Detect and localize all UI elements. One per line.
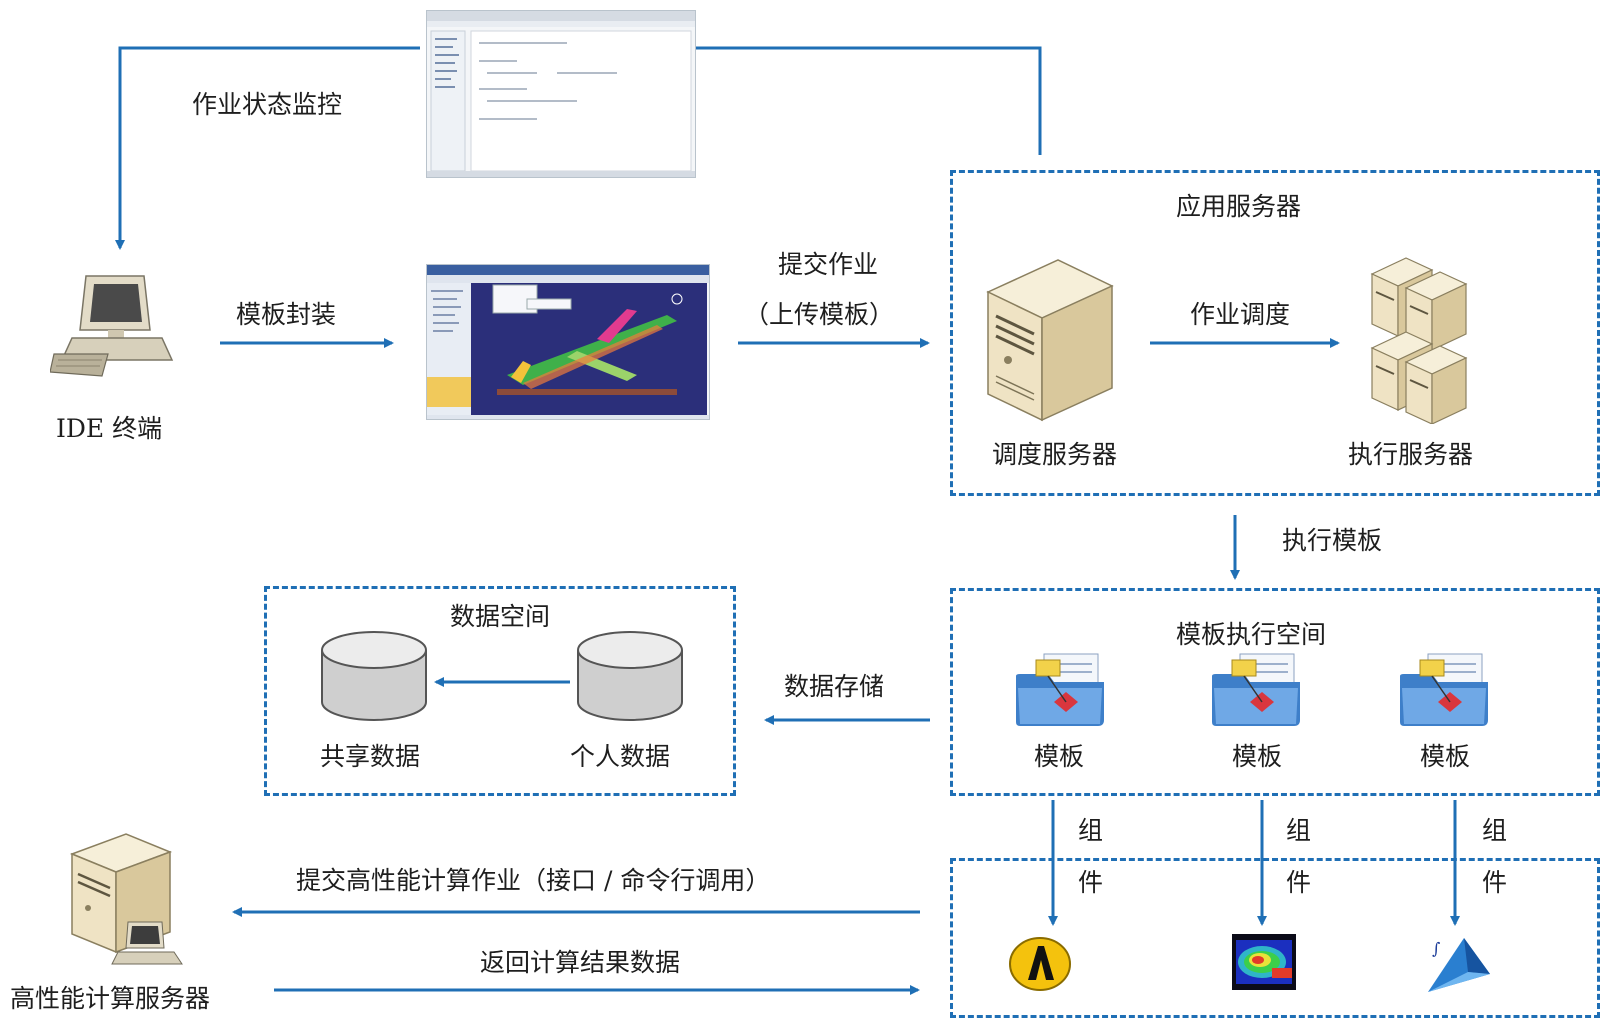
components-box — [950, 858, 1600, 1018]
job-schedule-label: 作业调度 — [1190, 300, 1291, 329]
job-monitor-screenshot — [426, 10, 696, 178]
template-folder-icon-3 — [1398, 652, 1490, 732]
tower-server-icon — [978, 252, 1118, 426]
monitor-label: 作业状态监控 — [192, 90, 343, 119]
exec-server-label: 执行服务器 — [1348, 440, 1474, 469]
template-folder-icon-1 — [1014, 652, 1106, 732]
data-space-box — [264, 586, 736, 796]
computer-terminal-icon — [49, 272, 176, 384]
template-label-3: 模板 — [1420, 742, 1471, 771]
app-server-box — [950, 170, 1600, 496]
template-exec-space-title: 模板执行空间 — [1176, 620, 1327, 649]
template-label-2: 模板 — [1232, 742, 1283, 771]
submit-hpc-label: 提交高性能计算作业（接口 / 命令行调用） — [296, 866, 771, 895]
upload-template-label: （上传模板） — [744, 300, 895, 329]
pyramid-logo-icon: ∫ — [1424, 934, 1494, 998]
component-label-2b: 件 — [1286, 868, 1312, 897]
template-exec-space-box — [950, 588, 1600, 796]
template-folder-icon-2 — [1210, 652, 1302, 732]
template-wrap-label: 模板封装 — [236, 300, 337, 329]
svg-text:∫: ∫ — [1432, 939, 1440, 958]
app-server-title: 应用服务器 — [1176, 192, 1302, 221]
data-storage-label: 数据存储 — [784, 672, 885, 701]
component-label-2a: 组 — [1286, 816, 1312, 845]
personal-data-label: 个人数据 — [570, 742, 671, 771]
fluent-logo-icon — [1232, 934, 1296, 994]
component-label-3b: 件 — [1482, 868, 1508, 897]
ide-terminal-label: IDE 终端 — [56, 414, 163, 443]
shared-data-label: 共享数据 — [320, 742, 421, 771]
hpc-server-label: 高性能计算服务器 — [10, 984, 211, 1013]
component-label-1b: 件 — [1078, 868, 1104, 897]
data-space-title: 数据空间 — [450, 602, 551, 631]
cad-airplane-screenshot — [426, 264, 710, 420]
database-cylinder-icon-shared — [318, 628, 430, 728]
return-results-label: 返回计算结果数据 — [480, 948, 681, 977]
submit-job-label: 提交作业 — [778, 250, 879, 279]
component-label-1a: 组 — [1078, 816, 1104, 845]
monitor-arrow-left — [115, 46, 420, 250]
server-cluster-icon — [1366, 248, 1476, 428]
monitor-line-right — [686, 46, 1042, 155]
schedule-server-label: 调度服务器 — [992, 440, 1118, 469]
exec-template-label: 执行模板 — [1282, 526, 1383, 555]
component-label-3a: 组 — [1482, 816, 1508, 845]
hpc-server-icon — [66, 830, 186, 974]
template-label-1: 模板 — [1034, 742, 1085, 771]
database-cylinder-icon-personal — [574, 628, 686, 728]
ansys-logo-icon — [1008, 934, 1072, 996]
